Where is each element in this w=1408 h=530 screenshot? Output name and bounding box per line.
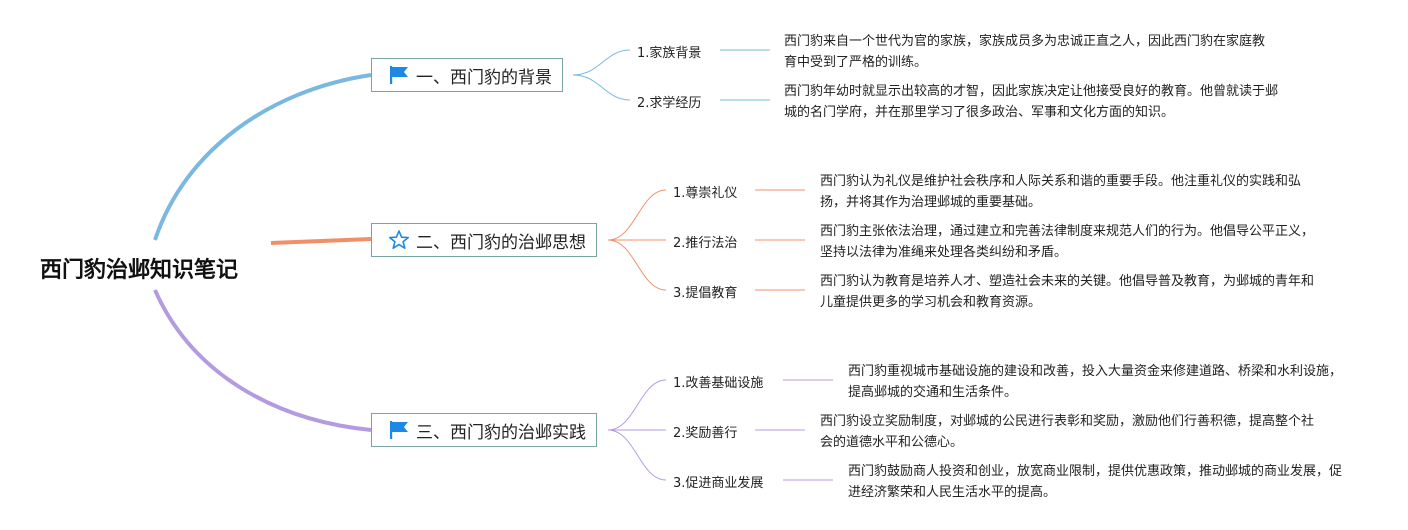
link-sub-3-3 — [607, 429, 667, 481]
link-sub-2-1 — [607, 189, 667, 241]
link-branch-1 — [153, 73, 372, 241]
subtopic-family-background[interactable]: 1.家族背景 — [637, 46, 702, 61]
note-commerce: 西门豹鼓励商人投资和创业，放宽商业限制，提供优惠政策，推动邺城的商业发展，促进经… — [848, 464, 1343, 500]
subtopic-education[interactable]: 3.提倡教育 — [673, 286, 738, 301]
star-icon — [388, 229, 410, 251]
link-sub-3-1 — [607, 379, 667, 431]
subtopic-rule-of-law[interactable]: 2.推行法治 — [673, 236, 738, 251]
branch-topic-practice[interactable]: 三、西门豹的治邺实践 — [371, 413, 597, 447]
note-study-experience: 西门豹年幼时就显示出较高的才智，因此家族决定让他接受良好的教育。他曾就读于邺城的… — [784, 84, 1279, 120]
subtopic-reward-good-deeds[interactable]: 2.奖励善行 — [673, 426, 738, 441]
subtopic-study-experience[interactable]: 2.求学经历 — [637, 96, 702, 111]
link-sub-1-1 — [572, 49, 631, 76]
branch-title: 二、西门豹的治邺思想 — [416, 232, 586, 253]
note-family-background: 西门豹来自一个世代为官的家族，家族成员多为忠诚正直之人，因此西门豹在家庭教育中受… — [784, 34, 1266, 70]
note-rule-of-law: 西门豹主张依法治理，通过建立和完善法律制度来规范人们的行为。他倡导公平正义，坚持… — [820, 224, 1315, 260]
root-topic[interactable]: 西门豹治邺知识笔记 — [40, 258, 239, 283]
subtopic-infrastructure[interactable]: 1.改善基础设施 — [673, 376, 764, 391]
branch-title: 三、西门豹的治邺实践 — [416, 422, 586, 443]
subtopic-etiquette[interactable]: 1.尊崇礼仪 — [673, 186, 738, 201]
note-infrastructure: 西门豹重视城市基础设施的建设和改善，投入大量资金来修建道路、桥梁和水利设施，提高… — [848, 364, 1343, 400]
subtopic-commerce[interactable]: 3.促进商业发展 — [673, 476, 764, 491]
link-branch-2 — [270, 237, 372, 245]
branch-title: 一、西门豹的背景 — [416, 67, 552, 88]
note-reward-good-deeds: 西门豹设立奖励制度，对邺城的公民进行表彰和奖励，激励他们行善积德，提高整个社会的… — [820, 414, 1315, 450]
link-branch-3 — [153, 289, 372, 432]
link-sub-2-3 — [607, 239, 667, 291]
branch-topic-background[interactable]: 一、西门豹的背景 — [371, 58, 563, 92]
branch-topic-thought[interactable]: 二、西门豹的治邺思想 — [371, 223, 597, 257]
note-etiquette: 西门豹认为礼仪是维护社会秩序和人际关系和谐的重要手段。他注重礼仪的实践和弘扬，并… — [820, 174, 1302, 210]
flag-icon — [388, 64, 410, 86]
flag-icon — [388, 419, 410, 441]
link-sub-1-2 — [572, 74, 631, 101]
note-education: 西门豹认为教育是培养人才、塑造社会未来的关键。他倡导普及教育，为邺城的青年和儿童… — [820, 274, 1315, 310]
